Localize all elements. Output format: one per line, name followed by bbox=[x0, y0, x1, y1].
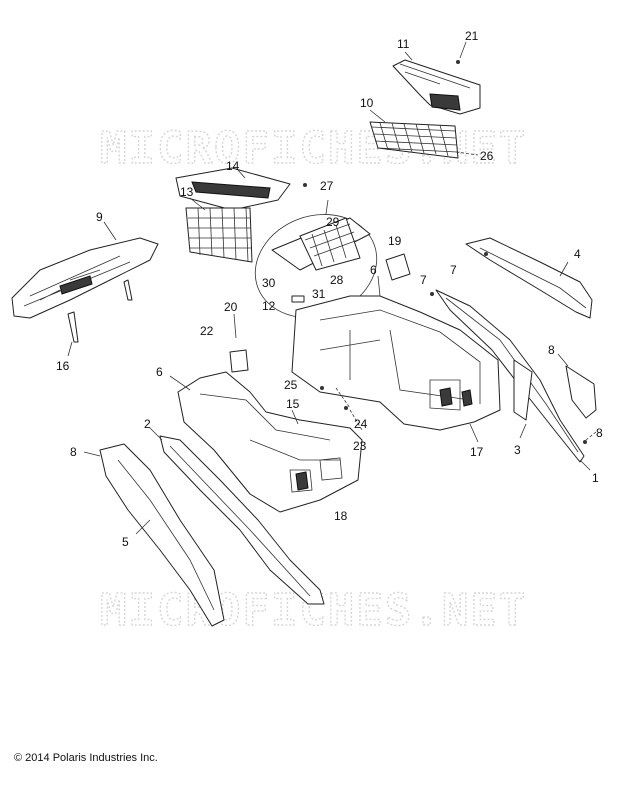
part-5 bbox=[99, 443, 225, 627]
callout-2: 2 bbox=[144, 417, 151, 431]
callout-4: 4 bbox=[574, 247, 581, 261]
part-20-leader bbox=[233, 313, 237, 339]
callout-31: 31 bbox=[312, 287, 326, 301]
callout-27: 27 bbox=[320, 179, 334, 193]
callout-12: 12 bbox=[262, 299, 276, 313]
callout-1: 1 bbox=[592, 471, 599, 485]
callout-5: 5 bbox=[122, 535, 129, 549]
part-11 bbox=[392, 59, 481, 115]
callout-6-right: 6 bbox=[370, 263, 377, 277]
callout-17: 17 bbox=[470, 445, 484, 459]
callout-20: 20 bbox=[224, 300, 238, 314]
callout-21: 21 bbox=[465, 29, 479, 43]
callout-8-left: 8 bbox=[70, 445, 77, 459]
callout-6-left: 6 bbox=[156, 365, 163, 379]
part-22 bbox=[229, 349, 249, 373]
callout-10: 10 bbox=[360, 96, 374, 110]
callout-3: 3 bbox=[514, 443, 521, 457]
part-10 bbox=[369, 121, 459, 159]
callout-23: 23 bbox=[353, 439, 367, 453]
callout-14: 14 bbox=[226, 159, 240, 173]
part-17 bbox=[291, 295, 501, 431]
callout-30: 30 bbox=[262, 276, 276, 290]
part-6-front bbox=[177, 371, 363, 513]
part-9 bbox=[11, 237, 159, 343]
inset-27 bbox=[254, 214, 378, 318]
callout-29: 29 bbox=[326, 215, 340, 229]
callout-25: 25 bbox=[284, 378, 298, 392]
part-1 bbox=[435, 289, 585, 463]
callout-19: 19 bbox=[388, 234, 402, 248]
copyright-notice: © 2014 Polaris Industries Inc. bbox=[14, 752, 158, 764]
part-4 bbox=[465, 237, 593, 319]
part-14 bbox=[175, 167, 291, 211]
callout-16: 16 bbox=[56, 359, 70, 373]
callout-7-right: 7 bbox=[450, 263, 457, 277]
callout-labels: 11 21 10 26 14 13 27 9 29 19 6 7 7 4 28 … bbox=[56, 29, 603, 549]
part-19 bbox=[385, 253, 411, 281]
part-8-right bbox=[565, 365, 597, 419]
part-13 bbox=[185, 207, 253, 263]
watermark-top: MICROFICHES.NET bbox=[100, 123, 527, 174]
part-2 bbox=[159, 435, 325, 605]
callout-15: 15 bbox=[286, 397, 300, 411]
callout-13: 13 bbox=[180, 185, 194, 199]
callout-24: 24 bbox=[354, 417, 368, 431]
callout-8-right-bottom: 8 bbox=[596, 426, 603, 440]
callout-18: 18 bbox=[334, 509, 348, 523]
callout-26: 26 bbox=[480, 149, 494, 163]
callout-8-right-top: 8 bbox=[548, 343, 555, 357]
callout-7-left: 7 bbox=[420, 273, 427, 287]
callout-28: 28 bbox=[330, 273, 344, 287]
screw-21 bbox=[456, 60, 460, 64]
callout-9: 9 bbox=[96, 210, 103, 224]
callout-22: 22 bbox=[200, 324, 214, 338]
callout-11: 11 bbox=[397, 37, 410, 51]
